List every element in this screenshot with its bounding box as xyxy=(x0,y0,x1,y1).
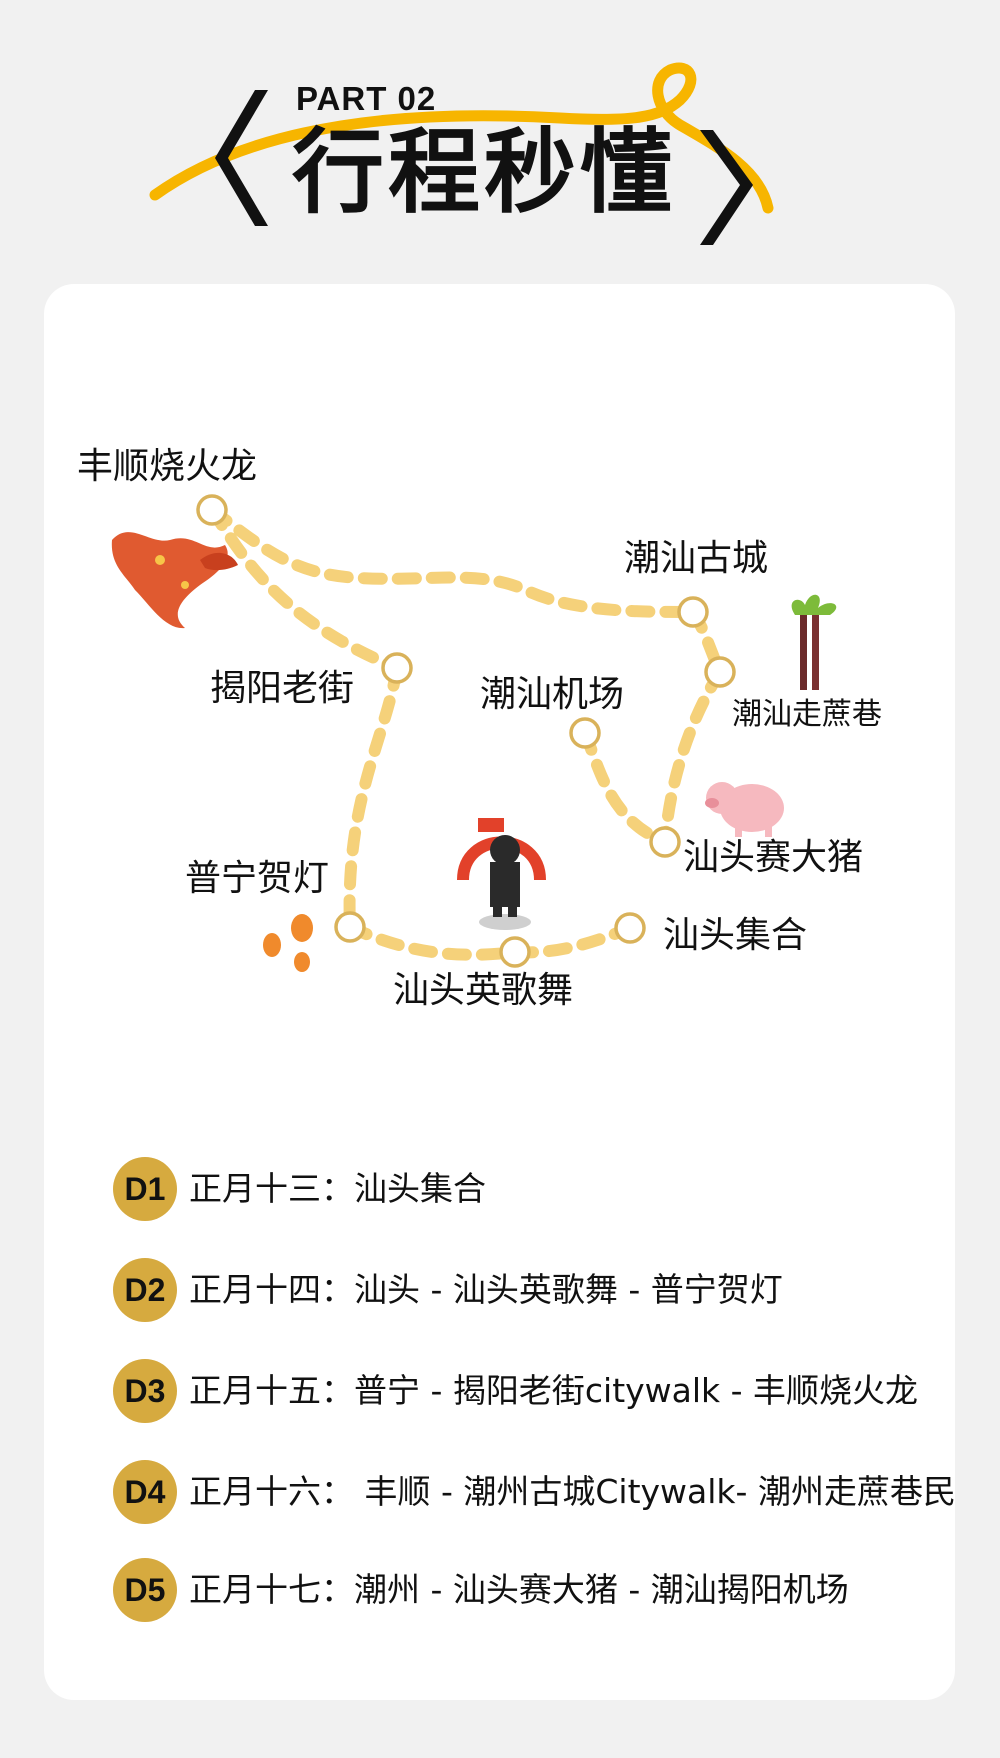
day-text: 正月十六： 丰顺 - 潮州古城Citywalk- 潮州走蔗巷民 xyxy=(189,1472,956,1511)
label-yingge: 汕头英歌舞 xyxy=(393,970,574,1011)
label-gathering: 汕头集合 xyxy=(663,915,808,956)
route-sugarcane-pig xyxy=(659,666,726,848)
day-text: 正月十五：普宁 - 揭阳老街citywalk - 丰顺烧火龙 xyxy=(189,1371,919,1410)
label-sugarcane: 潮汕走蔗巷 xyxy=(732,697,882,732)
day-badge: D5 xyxy=(113,1558,177,1622)
dragon-icon xyxy=(111,532,238,629)
node-oldcity xyxy=(677,596,709,628)
day-badge: D2 xyxy=(113,1258,177,1322)
day-badge: D3 xyxy=(113,1359,177,1423)
node-yingge xyxy=(499,936,531,968)
day-text: 正月十七：潮州 - 汕头赛大猪 - 潮汕揭阳机场 xyxy=(189,1570,849,1609)
label-puning: 普宁贺灯 xyxy=(185,858,330,899)
yellow-ribbon xyxy=(149,62,774,214)
route-map xyxy=(111,494,837,972)
lantern-icon xyxy=(263,914,313,972)
node-puning xyxy=(334,911,366,943)
right-bracket-icon xyxy=(700,130,753,245)
route-airport-pig xyxy=(579,727,671,848)
node-fengshun xyxy=(196,494,228,526)
sugarcane-icon xyxy=(791,594,837,690)
label-fengshun: 丰顺烧火龙 xyxy=(77,446,258,487)
pig-icon xyxy=(705,782,784,837)
route-fengshun-oldcity xyxy=(206,504,699,618)
day-badge: D1 xyxy=(113,1157,177,1221)
left-bracket-icon xyxy=(215,90,268,226)
route-fengshun-jieyang xyxy=(206,504,403,674)
node-gathering xyxy=(614,912,646,944)
label-airport: 潮汕机场 xyxy=(480,674,625,715)
header-decoration xyxy=(149,62,774,245)
day-text: 正月十四：汕头 - 汕头英歌舞 - 普宁贺灯 xyxy=(189,1270,783,1309)
day-text: 正月十三：汕头集合 xyxy=(189,1169,486,1208)
yingge-dancer-icon xyxy=(457,818,546,930)
itinerary-card xyxy=(44,284,955,1700)
route-puning-yingge xyxy=(344,921,521,961)
node-pig xyxy=(649,826,681,858)
node-jieyang xyxy=(381,652,413,684)
day-badge: D4 xyxy=(113,1460,177,1524)
label-jieyang: 揭阳老街 xyxy=(210,668,355,709)
label-pig: 汕头赛大猪 xyxy=(683,837,864,878)
part-label: PART 02 xyxy=(296,80,437,117)
route-yingge-gathering xyxy=(509,922,636,959)
label-oldcity: 潮汕古城 xyxy=(624,538,769,579)
page-title: 行程秒懂 xyxy=(292,119,677,226)
header: PART 02 行程秒懂 xyxy=(0,0,1000,260)
route-jieyang-puning xyxy=(343,662,403,933)
node-sugarcane xyxy=(704,656,736,688)
node-airport xyxy=(569,717,601,749)
